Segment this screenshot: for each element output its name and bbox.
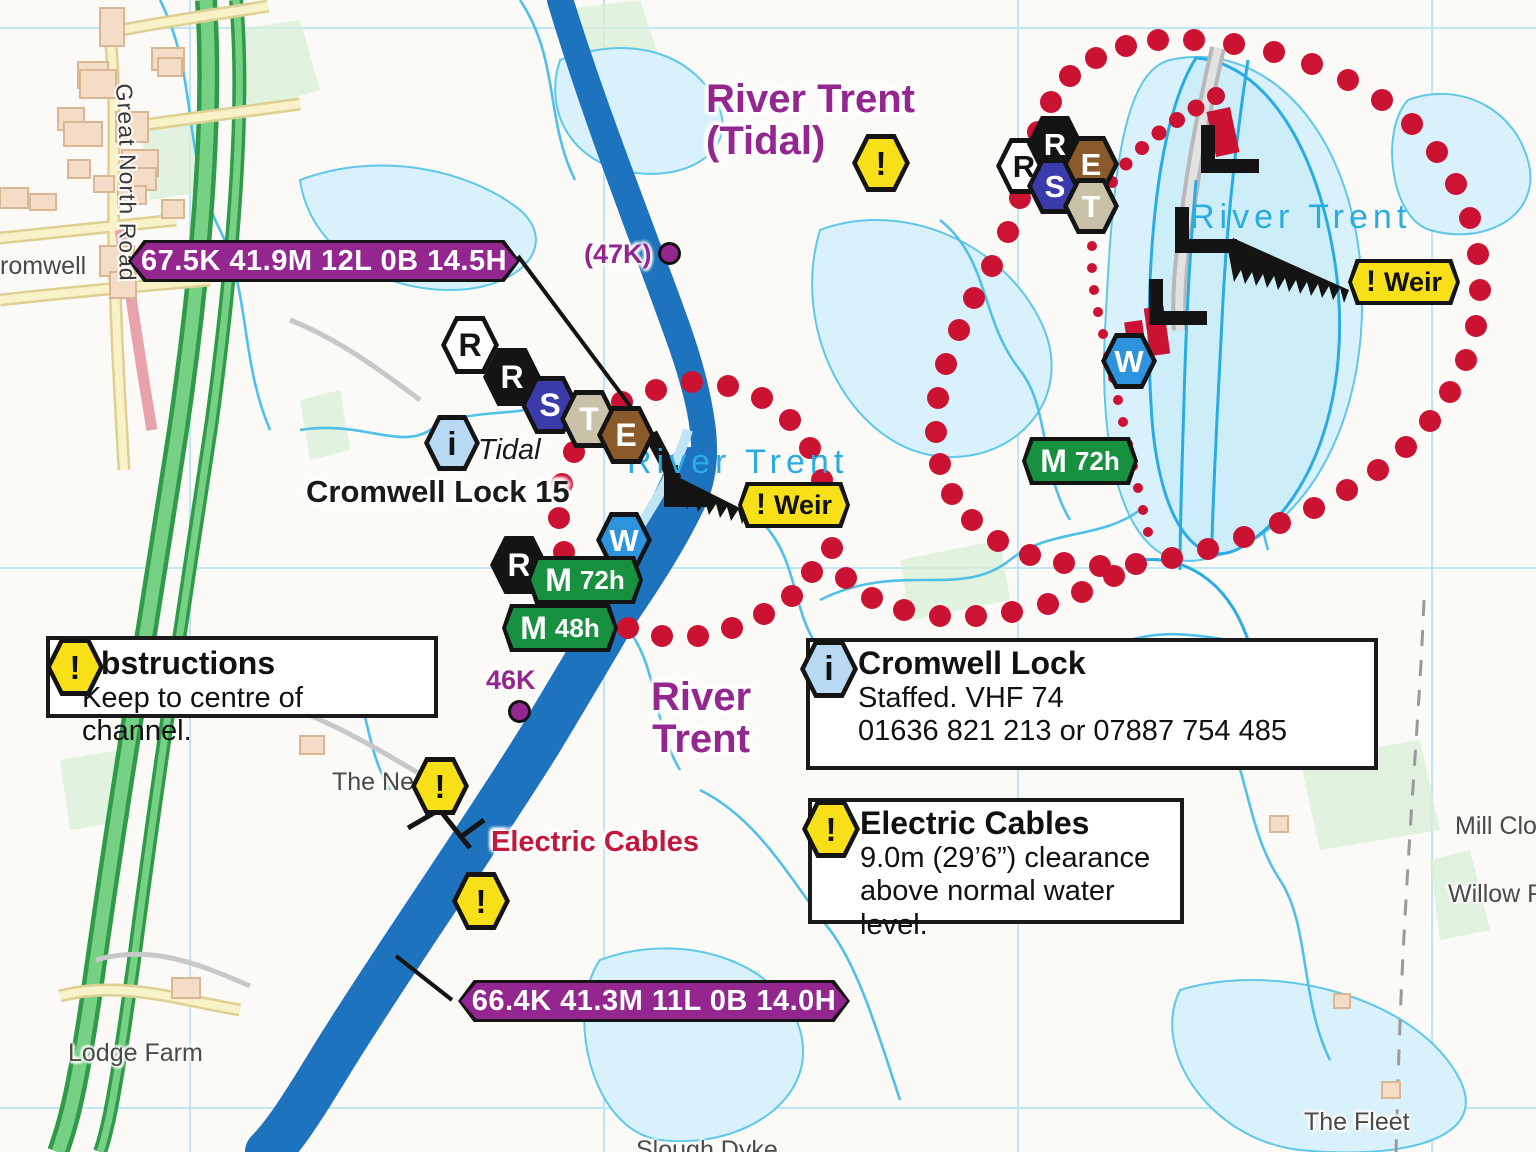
obstructions-callout-box[interactable]: Obstructions Keep to centre of channel.: [46, 636, 438, 747]
warning-mark: !: [416, 762, 464, 810]
cromwell-lock-line-1: Staffed. VHF 74: [858, 681, 1064, 714]
mooring-tag-48h-cromwell[interactable]: M 48h: [502, 604, 618, 652]
buildings: [0, 7, 1401, 1099]
place-label-lodge-farm: Lodge Farm: [68, 1039, 203, 1067]
electric-cables-title: Electric Cables: [860, 805, 1090, 841]
facility-badge-letter: S: [526, 381, 574, 429]
mooring-tag-72h-cromwell[interactable]: M 72h: [527, 556, 643, 604]
lock-gates: [644, 125, 1259, 507]
river-label-blue-cromwell: River Trent: [627, 443, 849, 481]
river-label-mid-line1: River: [651, 675, 752, 719]
warning-mark: !: [857, 139, 905, 187]
dimension-ribbon-north[interactable]: 67.5K 41.9M 12L 0B 14.5H: [128, 240, 520, 282]
mooring-letter: M: [545, 562, 572, 598]
warning-mark: !: [51, 643, 99, 691]
dimension-ribbon-north-text: 67.5K 41.9M 12L 0B 14.5H: [131, 243, 517, 279]
facility-badge-t-upstream[interactable]: T: [1063, 178, 1119, 234]
electric-cables-callout-box[interactable]: Electric Cables 9.0m (29’6”) clearance a…: [808, 798, 1184, 941]
km-marker-47k-label: (47K): [584, 239, 652, 269]
river-label-blue-upstream: River Trent: [1190, 198, 1412, 236]
place-label-slough-dyke: Slough Dyke: [636, 1136, 778, 1152]
place-label-cromwell: Cromwell: [0, 252, 87, 280]
info-mark: i: [805, 645, 853, 693]
mooring-duration: 48h: [554, 613, 600, 643]
cromwell-lock-title: Cromwell Lock: [858, 645, 1086, 681]
cromwell-lock-callout-box[interactable]: Cromwell Lock Staffed. VHF 74 01636 821 …: [806, 638, 1378, 770]
mooring-letter: M: [1040, 443, 1067, 479]
river-label-tidal-line2: (Tidal): [706, 119, 826, 163]
mooring-letter: M: [520, 610, 547, 646]
km-marker-47k-dot: [658, 242, 681, 265]
warning-hex-icon-electric-cables[interactable]: !: [802, 800, 860, 858]
electric-cables-map-label: Electric Cables: [491, 826, 699, 858]
warning-hex-icon-cable-lower[interactable]: !: [452, 872, 510, 930]
weir-tag-cromwell[interactable]: ! Weir: [738, 482, 850, 528]
cromwell-lock-line-2: 01636 821 213 or 07887 754 485: [858, 715, 1287, 748]
mooring-tag-72h-upstream[interactable]: M 72h: [1022, 437, 1138, 485]
km-marker-46k-label: 46K: [486, 665, 536, 695]
boundary-line: [1394, 599, 1426, 1152]
obstructions-line-1: Keep to centre of channel.: [82, 681, 303, 748]
place-label-the-fleet: The Fleet: [1304, 1108, 1410, 1136]
mooring-duration: 72h: [579, 565, 625, 595]
place-label-willow-farm: Willow Fa: [1448, 880, 1536, 908]
water-point-letter: W: [1106, 338, 1152, 384]
place-label-mill-close: Mill Clo: [1455, 812, 1536, 840]
river-upper-reach: [558, 0, 716, 490]
info-badge-letter: i: [429, 420, 475, 466]
electric-cables-line-2: above normal water level.: [860, 875, 1115, 942]
water-point-badge-upstream[interactable]: W: [1101, 333, 1157, 389]
warning-mark: !: [457, 877, 505, 925]
weir-warning-mark: !: [755, 488, 766, 521]
dimension-ribbon-south-text: 66.4K 41.3M 11L 0B 14.0H: [461, 983, 847, 1019]
weir-tag-label: Weir: [773, 489, 833, 520]
river-label-mid-line2: Trent: [652, 717, 750, 761]
electric-cables-line-1: 9.0m (29’6”) clearance: [860, 841, 1151, 874]
weir-tag-upstream[interactable]: ! Weir: [1348, 259, 1460, 305]
weir-tag-label: Weir: [1383, 266, 1443, 297]
facility-badge-letter: T: [1068, 183, 1114, 229]
mooring-duration: 72h: [1074, 446, 1120, 476]
a1-road: [47, 0, 247, 1152]
weir-warning-mark: !: [1365, 265, 1376, 298]
facility-badge-e-cromwell[interactable]: E: [597, 406, 655, 464]
river-label-tidal: River Trent (Tidal): [706, 78, 915, 162]
facility-badge-letter: R: [446, 321, 494, 369]
info-hex-icon-cromwell-lock[interactable]: i: [800, 640, 858, 698]
km-marker-46k-dot: [508, 700, 531, 723]
cromwell-lock-15-label: Cromwell Lock 15: [306, 474, 570, 509]
weir-structures: [672, 238, 1349, 524]
dimension-ribbon-south[interactable]: 66.4K 41.3M 11L 0B 14.0H: [458, 980, 850, 1022]
tidal-label: Tidal: [478, 434, 541, 466]
warning-hex-icon-cable-upper[interactable]: !: [411, 757, 469, 815]
warning-hex-icon-tidal[interactable]: !: [852, 134, 910, 192]
place-label-the-ness: The Nes: [332, 768, 427, 796]
obstructions-title: Obstructions: [76, 645, 276, 681]
river-label-mid: River Trent: [651, 676, 751, 760]
water-point-letter: W: [601, 517, 647, 563]
restricted-area-upstream: [925, 29, 1491, 577]
info-badge-cromwell-lock[interactable]: i: [424, 415, 480, 471]
warning-hex-icon-obstructions[interactable]: !: [46, 638, 104, 696]
river-label-tidal-line1: River Trent: [706, 77, 915, 121]
warning-mark: !: [807, 805, 855, 853]
facility-badge-letter: E: [602, 411, 650, 459]
